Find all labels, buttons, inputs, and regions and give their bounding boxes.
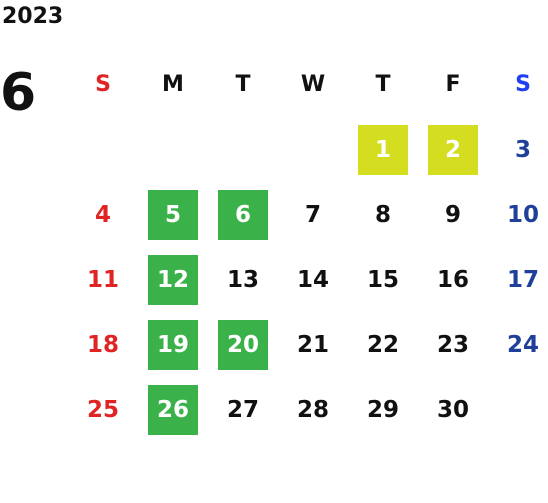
day-number: 10: [506, 201, 539, 228]
calendar-grid: S M T W T F S 1 2 3 4 5 6 7 8 9 10 11 12…: [68, 52, 548, 442]
weekday-monday: M: [162, 72, 184, 97]
day-number: 27: [226, 396, 259, 423]
day-number: 3: [514, 136, 531, 163]
day-number: 30: [436, 396, 469, 423]
day-cell-18[interactable]: 18: [68, 312, 138, 377]
day-cell-19[interactable]: 19: [138, 312, 208, 377]
day-number: 26: [148, 384, 198, 435]
day-cell-1[interactable]: 1: [348, 117, 418, 182]
day-number: 17: [506, 266, 539, 293]
year-label: 2023: [2, 4, 64, 29]
month-label: 6: [0, 63, 37, 123]
weekday-wednesday: W: [300, 72, 326, 97]
day-cell-7[interactable]: 7: [278, 182, 348, 247]
day-cell-26[interactable]: 26: [138, 377, 208, 442]
day-number: 15: [366, 266, 399, 293]
day-cell-22[interactable]: 22: [348, 312, 418, 377]
day-number: 20: [218, 319, 268, 370]
day-number: 13: [226, 266, 259, 293]
day-number: 21: [296, 331, 329, 358]
day-cell-empty: [208, 117, 278, 182]
weekday-tuesday: T: [235, 72, 251, 97]
day-cell-25[interactable]: 25: [68, 377, 138, 442]
day-number: 18: [86, 331, 119, 358]
day-number: 5: [148, 189, 198, 240]
day-cell-2[interactable]: 2: [418, 117, 488, 182]
day-number: [288, 125, 338, 175]
day-number: 6: [218, 189, 268, 240]
day-number: 25: [86, 396, 119, 423]
day-cell-13[interactable]: 13: [208, 247, 278, 312]
day-cell-28[interactable]: 28: [278, 377, 348, 442]
weekday-thursday: T: [375, 72, 391, 97]
day-number: 2: [428, 124, 478, 175]
day-cell-24[interactable]: 24: [488, 312, 548, 377]
day-number: 8: [374, 201, 391, 228]
day-cell-15[interactable]: 15: [348, 247, 418, 312]
day-number: [498, 385, 548, 435]
day-number: 24: [506, 331, 539, 358]
day-number: [78, 125, 128, 175]
day-number: 19: [148, 319, 198, 370]
day-cell-empty: [278, 117, 348, 182]
weekday-saturday: S: [515, 72, 531, 97]
day-number: 1: [358, 124, 408, 175]
day-number: [148, 125, 198, 175]
day-cell-5[interactable]: 5: [138, 182, 208, 247]
day-cell-27[interactable]: 27: [208, 377, 278, 442]
day-number: 12: [148, 254, 198, 305]
day-number: 4: [94, 201, 111, 228]
day-number: [218, 125, 268, 175]
day-cell-11[interactable]: 11: [68, 247, 138, 312]
day-cell-6[interactable]: 6: [208, 182, 278, 247]
day-cell-8[interactable]: 8: [348, 182, 418, 247]
weekday-sunday: S: [95, 72, 111, 97]
day-cell-empty: [138, 117, 208, 182]
day-number: 29: [366, 396, 399, 423]
day-cell-4[interactable]: 4: [68, 182, 138, 247]
day-number: 16: [436, 266, 469, 293]
day-cell-9[interactable]: 9: [418, 182, 488, 247]
day-cell-3[interactable]: 3: [488, 117, 548, 182]
day-number: 22: [366, 331, 399, 358]
day-cell-14[interactable]: 14: [278, 247, 348, 312]
day-cell-29[interactable]: 29: [348, 377, 418, 442]
day-number: 28: [296, 396, 329, 423]
day-cell-17[interactable]: 17: [488, 247, 548, 312]
day-cell-10[interactable]: 10: [488, 182, 548, 247]
day-cell-21[interactable]: 21: [278, 312, 348, 377]
day-number: 14: [296, 266, 329, 293]
day-number: 7: [304, 201, 321, 228]
day-cell-12[interactable]: 12: [138, 247, 208, 312]
day-cell-30[interactable]: 30: [418, 377, 488, 442]
day-cell-empty: [488, 377, 548, 442]
day-cell-20[interactable]: 20: [208, 312, 278, 377]
weekday-friday: F: [445, 72, 461, 97]
day-cell-16[interactable]: 16: [418, 247, 488, 312]
day-number: 11: [86, 266, 119, 293]
day-cell-empty: [68, 117, 138, 182]
day-number: 9: [444, 201, 461, 228]
day-cell-23[interactable]: 23: [418, 312, 488, 377]
day-number: 23: [436, 331, 469, 358]
